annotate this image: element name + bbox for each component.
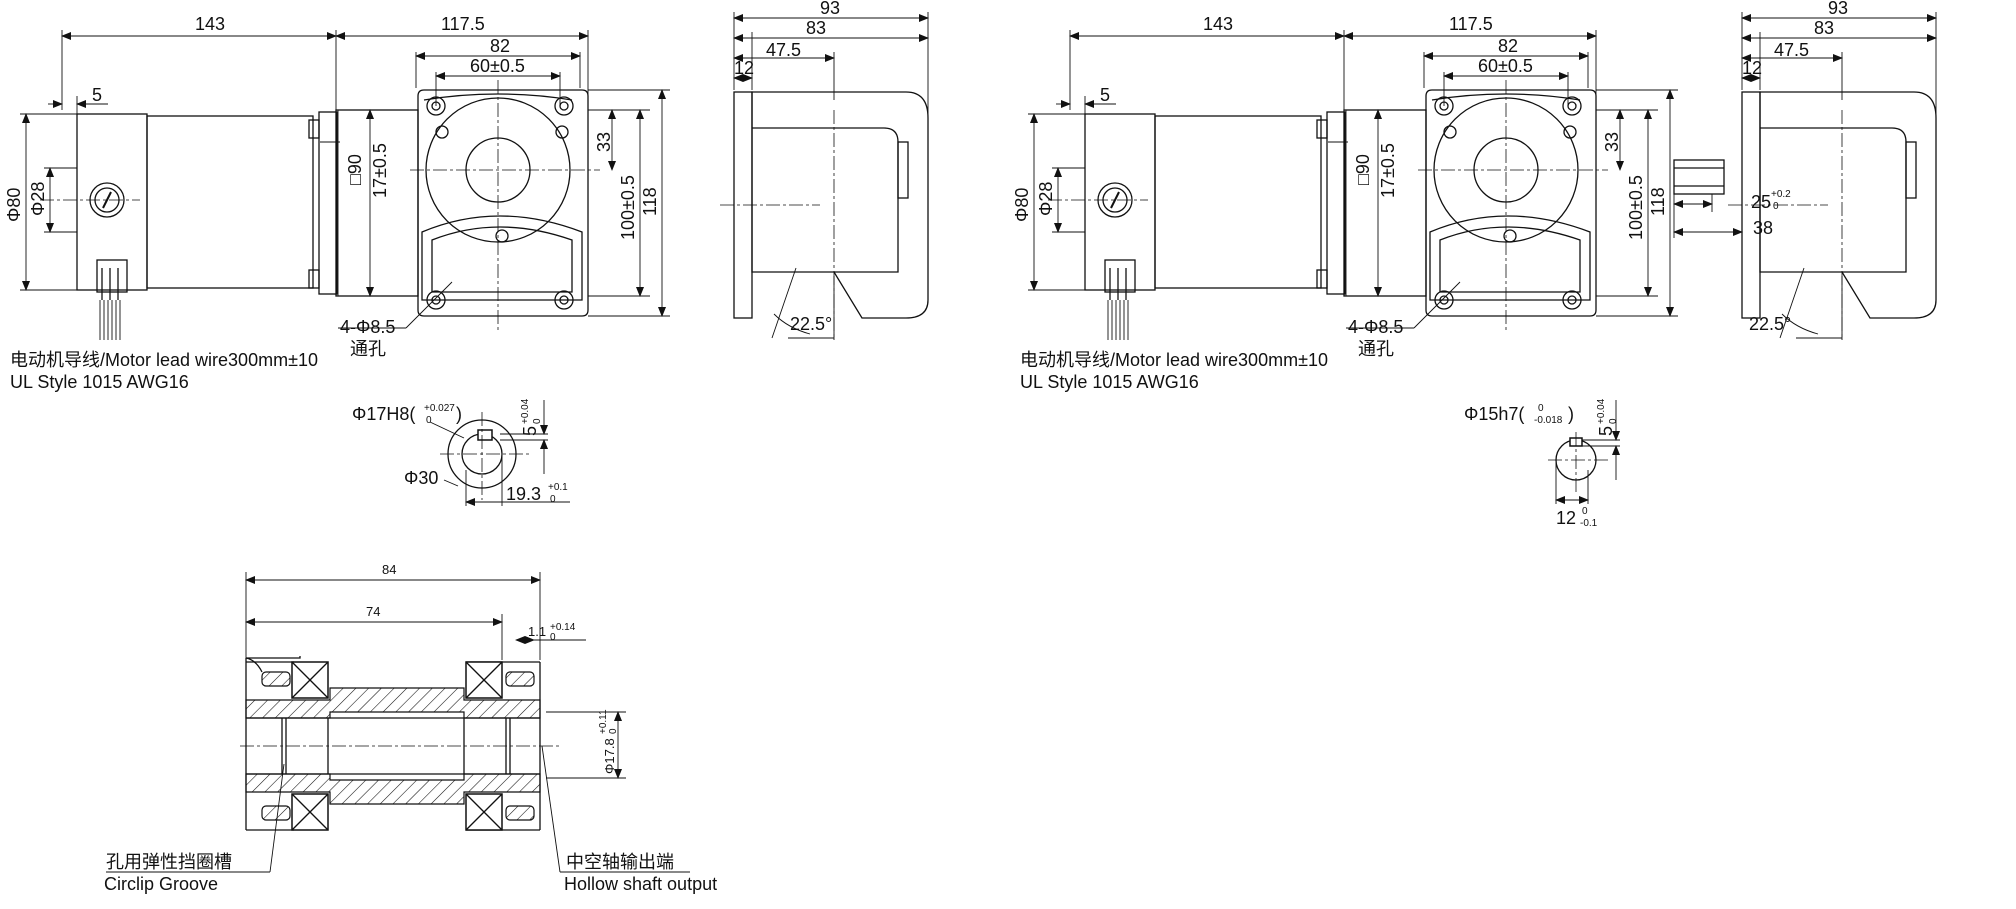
svg-text:25: 25 [1751,192,1771,212]
tol-19-up: +0.1 [548,482,568,493]
svg-text:0: 0 [1773,201,1779,212]
svg-text:117.5: 117.5 [1449,14,1493,34]
svg-text:4-Φ8.5: 4-Φ8.5 [1348,317,1403,337]
dim-82: 82 [490,36,510,56]
svg-text:电动机导线/Motor lead wire300mm±10: 电动机导线/Motor lead wire300mm±10 [1020,350,1328,370]
dim-118: 118 [640,187,660,216]
left-view-labels: 143 117.5 82 60±0.5 5 Φ80 Φ28 □90 17±0.5… [4,0,840,392]
svg-text:93: 93 [1828,0,1848,18]
tol-1-1-lo: 0 [550,632,556,643]
svg-text:-0.018: -0.018 [1534,415,1563,426]
dim-19-3: 19.3 [506,484,541,504]
dim-5: 5 [92,85,102,105]
holes-cn: 通孔 [350,339,386,359]
key-5: 5 [520,426,540,436]
dim-17: 17±0.5 [370,143,390,198]
svg-text:Φ15h7(: Φ15h7( [1464,404,1524,424]
svg-text:□90: □90 [1353,154,1373,185]
svg-text:通孔: 通孔 [1358,339,1394,359]
svg-text:+0.2: +0.2 [1771,189,1791,200]
svg-text:47.5: 47.5 [1774,40,1809,60]
svg-text:+0.04: +0.04 [1596,398,1607,424]
key-5-lo: 0 [532,418,543,424]
svg-text:83: 83 [1814,18,1834,38]
phi17-8: Φ17.8 [602,738,617,774]
dim-sq90: □90 [345,154,365,185]
right-view-labels: 143 117.5 82 60±0.5 5 Φ80 Φ28 □90 17±0.5… [1012,0,1848,392]
svg-text:12: 12 [1556,508,1576,528]
svg-text:0: 0 [1582,506,1588,517]
svg-text:5: 5 [1100,85,1110,105]
circlip-cn: 孔用弹性挡圈槽 [106,852,232,872]
svg-text:12: 12 [1742,58,1762,78]
hollow-bore-detail: Φ17H8( +0.027 0 ) 5 +0.04 0 Φ30 19.3 +0.… [352,398,570,506]
ul-style-label: UL Style 1015 AWG16 [10,372,189,392]
dim-84: 84 [382,562,396,577]
dim-phi80: Φ80 [4,188,24,222]
svg-text:33: 33 [1602,132,1622,152]
bore-close: ) [456,404,462,424]
side-dim-47-5: 47.5 [766,40,801,60]
phi30: Φ30 [404,468,438,488]
svg-text:22.5°: 22.5° [1749,314,1791,334]
bore-label: Φ17H8( [352,404,415,424]
svg-text:Φ28: Φ28 [1036,182,1056,216]
dim-60: 60±0.5 [470,56,525,76]
dim-1-1: 1.1 [528,624,546,639]
bore-tol-up: +0.027 [424,403,455,414]
circlip-en: Circlip Groove [104,874,218,894]
svg-text:): ) [1568,404,1574,424]
svg-text:-0.1: -0.1 [1580,518,1598,529]
key-5-up: +0.04 [520,398,531,424]
side-dim-93: 93 [820,0,840,18]
dim-phi28: Φ28 [28,182,48,216]
tol-19-lo: 0 [550,494,556,505]
svg-text:82: 82 [1498,36,1518,56]
dim-117-5: 117.5 [441,14,485,34]
svg-text:5: 5 [1596,426,1616,436]
side-dim-83: 83 [806,18,826,38]
hollow-en: Hollow shaft output [564,874,717,894]
bore-tol-lo: 0 [426,415,432,426]
svg-text:143: 143 [1203,14,1233,34]
hollow-cn: 中空轴输出端 [566,852,674,872]
svg-text:118: 118 [1648,187,1668,216]
lead-wire-label: 电动机导线/Motor lead wire300mm±10 [10,350,318,370]
tol-17-8: +0.11 [598,709,609,734]
svg-text:17±0.5: 17±0.5 [1378,143,1398,198]
svg-text:38: 38 [1753,218,1773,238]
dim-100: 100±0.5 [618,175,638,240]
dim-33: 33 [594,132,614,152]
side-dim-12: 12 [734,58,754,78]
svg-text:Φ80: Φ80 [1012,188,1032,222]
tol-1-1: +0.14 [550,622,576,633]
dim-143: 143 [195,14,225,34]
svg-text:UL Style 1015 AWG16: UL Style 1015 AWG16 [1020,372,1199,392]
svg-text:0: 0 [1538,403,1544,414]
tol-17-8-lo: 0 [608,728,619,734]
dim-74: 74 [366,604,380,619]
svg-text:0: 0 [1608,418,1619,424]
output-shaft [1673,159,1743,238]
hollow-shaft-section: 84 74 1.1 +0.14 0 Φ17.8 +0.11 0 孔用弹性挡圈槽 … [104,562,717,894]
side-angle: 22.5° [790,314,832,334]
solid-shaft-detail: Φ15h7( 0 -0.018 ) 5 +0.04 0 12 0 -0.1 [1464,398,1620,529]
svg-text:100±0.5: 100±0.5 [1626,175,1646,240]
holes-label: 4-Φ8.5 [340,317,395,337]
svg-text:60±0.5: 60±0.5 [1478,56,1533,76]
